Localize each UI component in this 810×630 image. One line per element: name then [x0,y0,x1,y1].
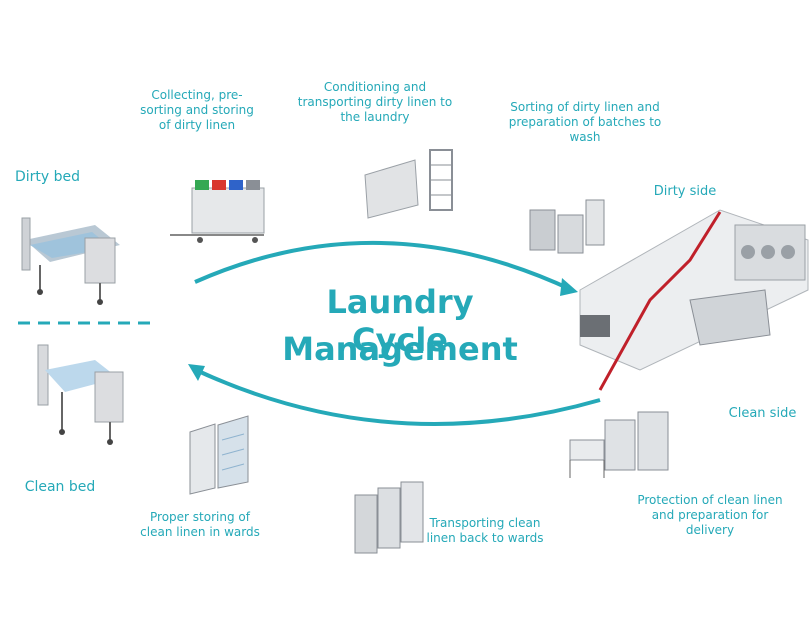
label-proper-storing: Proper storing of clean linen in wards [140,510,260,539]
laundry-facility-illustration [579,209,809,391]
arrow-top-head [560,278,578,296]
label-collecting: Collecting, pre- sorting and storing of … [140,88,254,132]
protection-cabinets-illustration [569,411,669,478]
sorting-equipment-illustration [529,199,605,254]
label-transporting-clean: Transporting clean linen back to wards [426,516,544,545]
arrow-bottom-head [188,364,205,381]
transport-clean-cabinets-illustration [354,481,424,554]
arrow-top [194,240,573,292]
label-dirty-bed: Dirty bed [14,169,81,185]
label-clean-bed: Clean bed [24,479,96,495]
title-line-1: Laundry Cycle [326,283,474,359]
label-dirty-side: Dirty side [653,184,717,199]
label-protection: Protection of clean linen and preparatio… [637,493,783,537]
label-clean-side: Clean side [728,406,797,421]
dirty-bed-illustration [21,217,120,305]
label-conditioning: Conditioning and transporting dirty line… [297,80,453,124]
collecting-trolley-illustration [170,180,265,243]
ward-storage-illustration [189,415,249,495]
arrow-bottom [195,368,601,426]
label-sorting: Sorting of dirty linen and preparation o… [508,100,662,144]
clean-bed-illustration [37,344,124,445]
title-line-2: Management [282,330,518,368]
conditioning-carts-illustration [364,149,453,219]
